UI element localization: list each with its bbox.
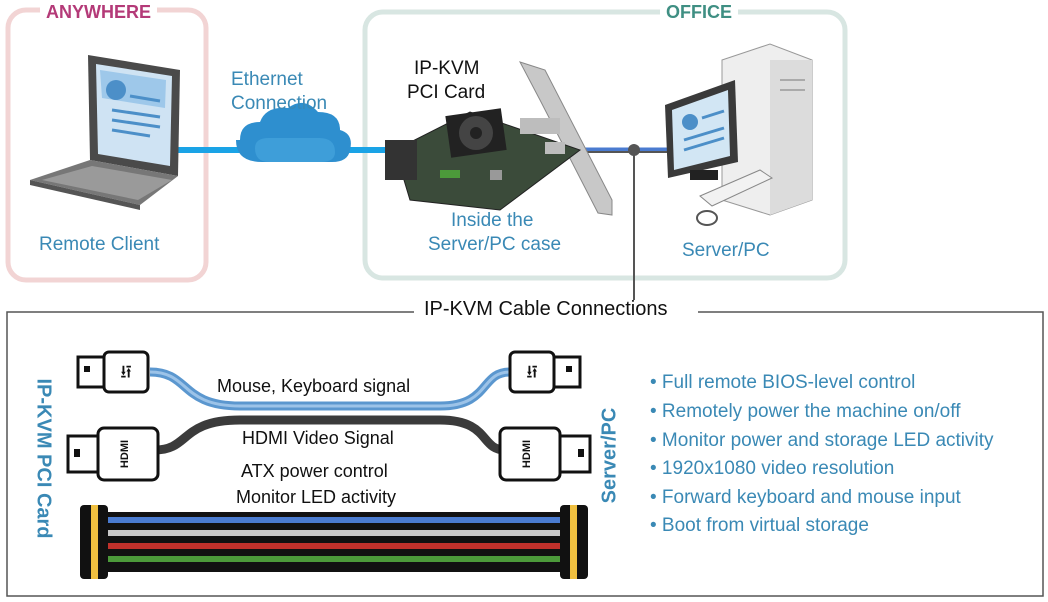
ribbon-cable [80, 505, 588, 579]
remote-client-label: Remote Client [39, 234, 160, 255]
pci-card-icon [385, 61, 613, 216]
hdmi-plug-left-icon: HDMI [66, 426, 160, 482]
server-pc-icon [665, 43, 813, 226]
hdmi-plug-right-label: HDMI [521, 440, 533, 468]
ethernet-label-line1: Ethernet [231, 69, 303, 90]
ethernet-label-line2: Connection [231, 93, 328, 114]
cloud-icon [236, 102, 351, 162]
feature-item: • Remotely power the machine on/off [650, 401, 961, 422]
svg-text:⭿: ⭿ [120, 362, 132, 383]
inside-case-label-line2: Server/PC case [428, 234, 562, 255]
usb-plug-right-icon: ⭿ [508, 350, 582, 394]
feature-item: • Boot from virtual storage [650, 515, 869, 536]
pci-card-label-line2: PCI Card [407, 82, 486, 103]
connections-title: IP-KVM Cable Connections [424, 298, 668, 320]
right-vertical-label: Server/PC [598, 407, 621, 504]
office-title: OFFICE [660, 2, 738, 23]
usb-signal-label: Mouse, Keyboard signal [217, 376, 411, 396]
feature-item: • 1920x1080 video resolution [650, 458, 895, 479]
feature-item: • Monitor power and storage LED activity [650, 430, 994, 451]
hdmi-signal-label: HDMI Video Signal [242, 428, 394, 448]
laptop-icon [30, 55, 180, 210]
feature-item: • Forward keyboard and mouse input [650, 487, 961, 508]
hdmi-cable [154, 415, 506, 455]
server-pc-label: Server/PC [682, 240, 770, 261]
atx-label-line2: Monitor LED activity [236, 487, 397, 507]
anywhere-title: ANYWHERE [40, 2, 158, 23]
hdmi-plug-left-label: HDMI [119, 440, 131, 468]
office-zone [362, 9, 848, 281]
hdmi-plug-right-icon: HDMI [498, 426, 592, 482]
usb-plug-left-icon: ⭿ [76, 350, 150, 394]
svg-text:⭿: ⭿ [526, 362, 538, 383]
pci-card-label-line1: IP-KVM [414, 58, 480, 79]
feature-item: • Full remote BIOS-level control [650, 372, 916, 393]
atx-label-line1: ATX power control [241, 461, 388, 481]
inside-case-label-line1: Inside the [451, 210, 534, 231]
left-vertical-label: IP-KVM PCI Card [32, 378, 55, 539]
